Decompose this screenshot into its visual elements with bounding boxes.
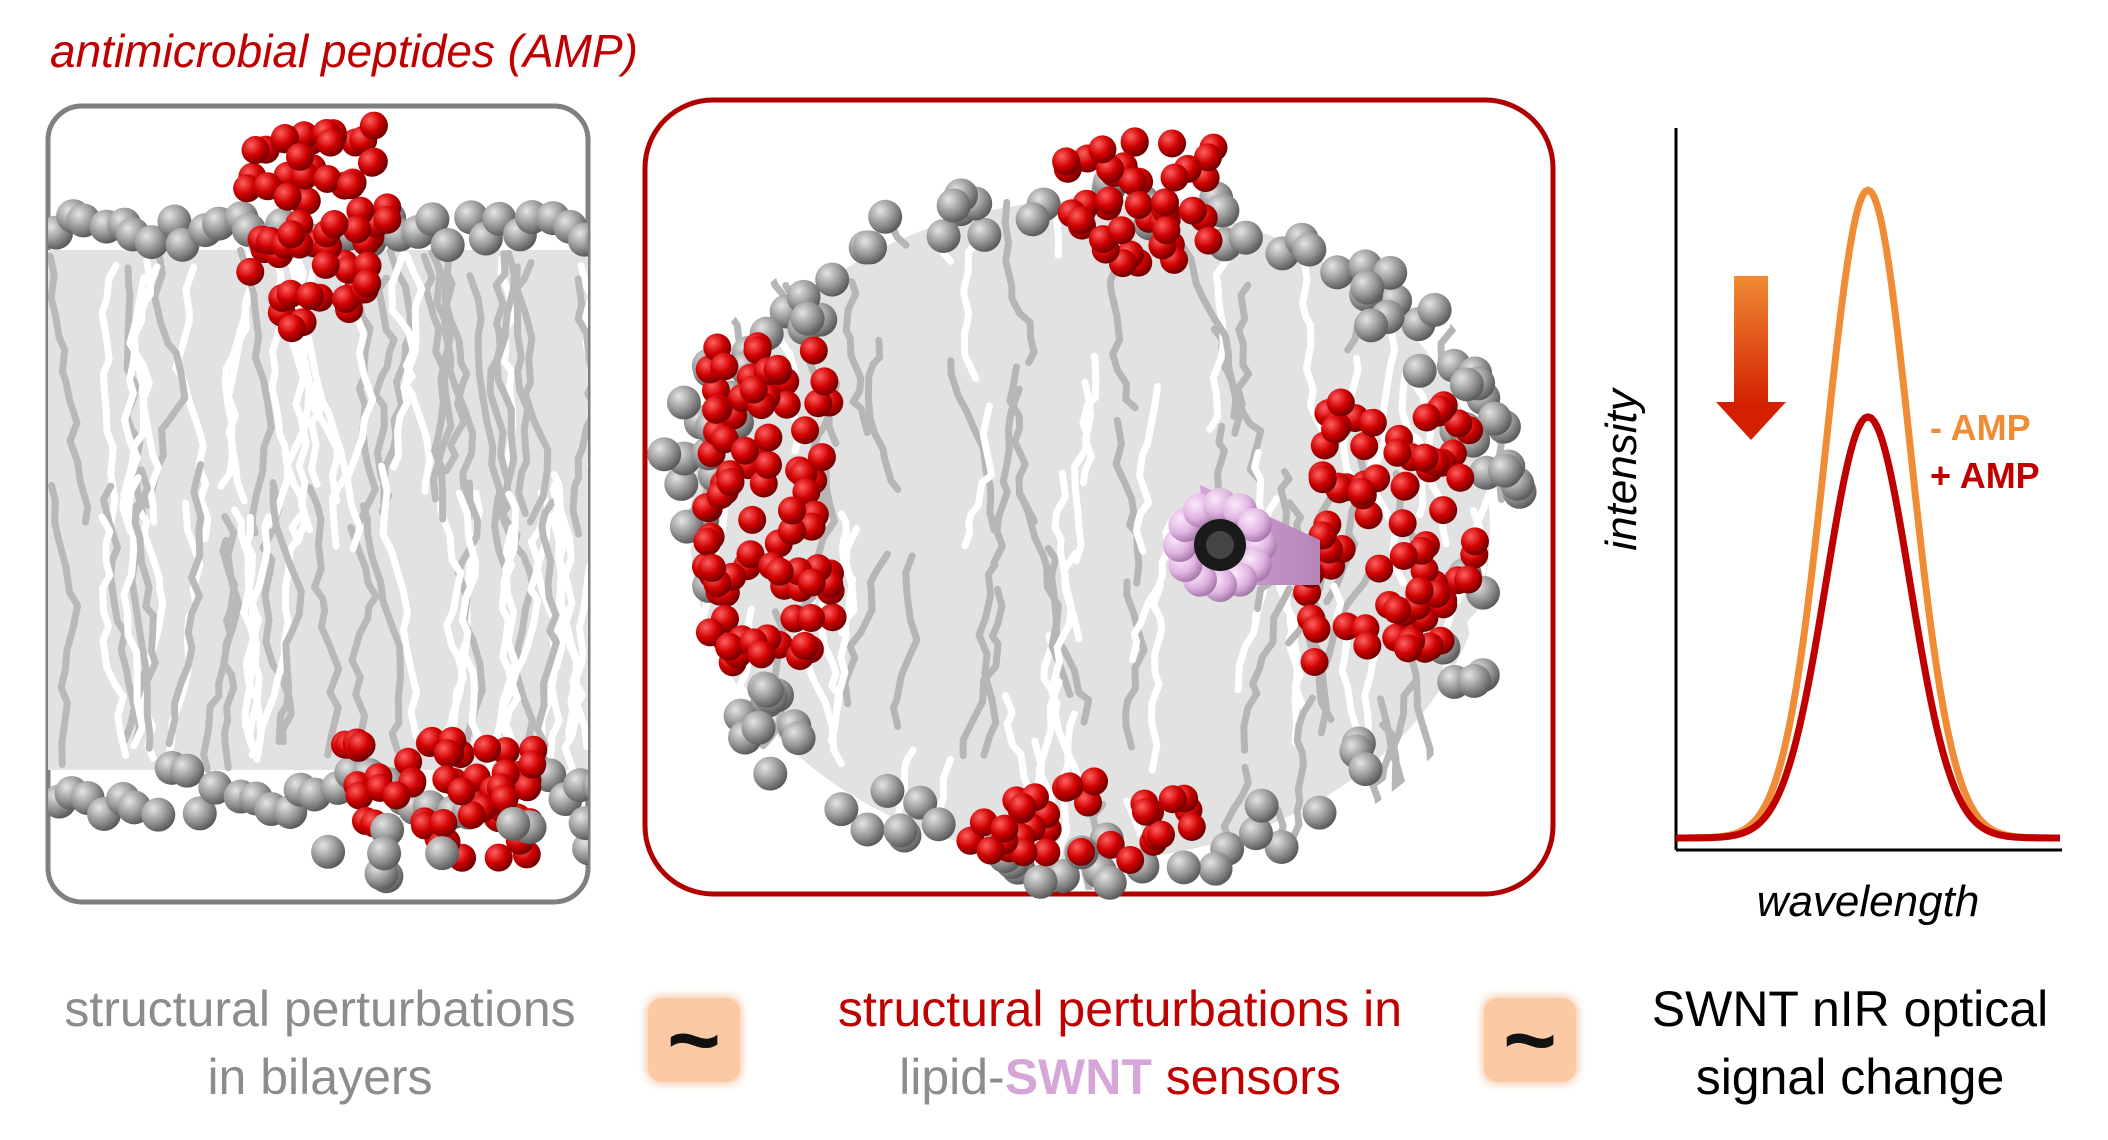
legend-plus-amp: + AMP [1930,455,2040,496]
right-caption-line1: SWNT nIR optical [1651,981,2049,1037]
caption-sensors: sensors [1151,1049,1341,1105]
caption-swnt: SWNT [1004,1049,1152,1105]
lipid-swnt-panel [642,97,1556,900]
legend-minus-amp: - AMP [1930,407,2031,448]
relation-symbol-left: ~ [648,994,740,1086]
tilde-left: ~ [667,989,721,1091]
amp-title: antimicrobial peptides (AMP) [50,25,639,77]
right-caption-line2: signal change [1695,1049,2005,1105]
series-plus-amp [1675,413,2061,842]
caption-lipid: lipid- [899,1049,1005,1105]
bilayer-panel [45,103,591,905]
left-caption: structural perturbations in bilayers [20,975,620,1111]
middle-caption: structural perturbations in lipid-SWNT s… [760,975,1480,1111]
tilde-right: ~ [1503,989,1557,1091]
left-caption-line1: structural perturbations [64,981,576,1037]
left-caption-line2: in bilayers [207,1049,433,1105]
amp-peptide-left [233,111,588,894]
swnt-nanotube-icon [1163,485,1320,602]
relation-symbol-right: ~ [1484,994,1576,1086]
y-axis-label: intensity [1597,386,1646,550]
amp-peptide-middle [691,127,1489,874]
middle-caption-line2: lipid-SWNT sensors [760,1043,1480,1111]
spectrum-chart: - AMP + AMP intensity wavelength [1597,128,2062,926]
middle-caption-line1: structural perturbations in [837,981,1403,1037]
right-caption: SWNT nIR optical signal change [1600,975,2100,1111]
x-axis-label: wavelength [1757,877,1980,926]
series-minus-amp [1675,186,2061,842]
lipid-corona [690,200,1490,860]
decrease-arrow-icon [1716,276,1786,440]
